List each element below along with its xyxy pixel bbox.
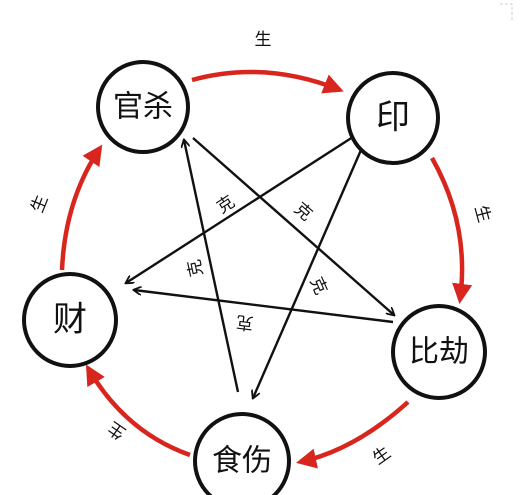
node-shishang: 食伤 xyxy=(193,412,291,495)
generate-label-cai-guansha: 生 xyxy=(28,192,53,215)
node-circle xyxy=(346,71,440,165)
generate-label-guansha-yin: 生 xyxy=(255,30,272,50)
generate-label-yin-bijie: 生 xyxy=(470,203,494,225)
generate-arrow-cai-guansha xyxy=(59,144,103,271)
generate-cycle xyxy=(59,69,473,469)
node-label-bijie: 比劫 xyxy=(409,335,469,370)
control-label-guansha-bijie: 克 xyxy=(290,199,316,225)
generate-arrow-bijie-shishang xyxy=(296,400,410,469)
control-label-yin-shishang: 克 xyxy=(305,274,330,298)
node-circle xyxy=(391,304,487,400)
node-label-yin: 印 xyxy=(376,98,410,138)
generate-label-bijie-shishang: 生 xyxy=(369,443,394,469)
node-yin: 印 xyxy=(346,71,440,165)
control-arrow-yin-shishang xyxy=(253,149,363,398)
node-circle xyxy=(193,412,291,495)
control-arrow-shishang-guansha xyxy=(184,140,240,393)
control-cycle xyxy=(126,124,394,398)
control-arrow-bijie-cai xyxy=(134,290,394,324)
generate-label-shishang-cai: 生 xyxy=(104,417,129,443)
generate-arrow-guansha-yin xyxy=(191,69,344,94)
generate-arrow-yin-bijie xyxy=(430,156,473,305)
node-cai: 财 xyxy=(22,272,118,368)
node-label-shishang: 食伤 xyxy=(212,444,272,479)
generate-arrow-shishang-cai xyxy=(85,364,191,458)
node-guansha: 官杀 xyxy=(96,60,190,154)
control-label-shishang-guansha: 克 xyxy=(184,258,207,279)
node-label-cai: 财 xyxy=(53,300,87,340)
control-arrow-guansha-bijie xyxy=(192,137,394,315)
control-label-bijie-cai: 克 xyxy=(235,311,254,333)
node-circle xyxy=(22,272,118,368)
node-circle xyxy=(96,60,190,154)
node-label-guansha: 官杀 xyxy=(113,90,173,125)
corner-mark xyxy=(500,3,513,20)
control-arrow-yin-cai xyxy=(126,124,371,283)
node-bijie: 比劫 xyxy=(391,304,487,400)
